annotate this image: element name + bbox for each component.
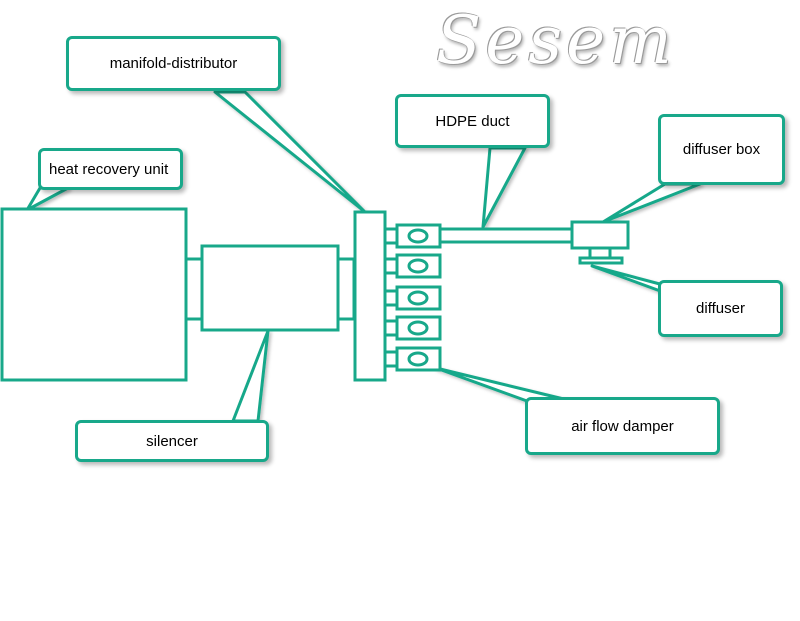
diffuser-box xyxy=(570,220,630,250)
diffuser-label-text: diffuser xyxy=(696,300,745,317)
diffuser-plate xyxy=(578,256,624,265)
manifold-label-text: manifold-distributor xyxy=(109,55,238,72)
air-flow-damper-label-text: air flow damper xyxy=(571,417,674,435)
manifold-pointer xyxy=(213,90,367,214)
outlet-1 xyxy=(383,227,399,245)
manifold-label: manifold-distributor xyxy=(66,36,281,91)
heat-recovery-connector xyxy=(184,257,204,321)
silencer-connector xyxy=(336,257,356,321)
damper-4-valve xyxy=(407,320,429,336)
outlet-3 xyxy=(383,289,399,307)
manifold-distributor xyxy=(353,210,387,382)
silencer-label-text: silencer xyxy=(146,432,198,450)
damper-1-valve xyxy=(407,228,429,244)
silencer-pointer xyxy=(231,329,270,423)
outlet-4 xyxy=(383,319,399,337)
heat-recovery-unit xyxy=(0,207,188,382)
damper-2-valve xyxy=(407,258,429,274)
hdpe-duct xyxy=(438,227,574,244)
diffuser-box-pointer xyxy=(601,182,702,224)
silencer-body xyxy=(200,244,340,332)
hdpe-pointer xyxy=(481,146,527,229)
diffuser-box-label-text: diffuser box xyxy=(682,141,761,158)
diffuser-label: diffuser xyxy=(658,280,783,337)
outlet-2 xyxy=(383,257,399,275)
silencer-label: silencer xyxy=(75,420,269,462)
heat-recovery-label-text: heat recovery unit xyxy=(49,160,169,178)
heat-recovery-label: heat recovery unit xyxy=(38,148,183,190)
heat-recovery-pointer xyxy=(25,186,70,212)
outlet-5 xyxy=(383,350,399,368)
hdpe-duct-label: HDPE duct xyxy=(395,94,550,148)
damper-5-valve xyxy=(407,351,429,367)
sesem-logo: Sesem xyxy=(436,2,676,79)
damper-3-valve xyxy=(407,290,429,306)
hdpe-duct-label-text: HDPE duct xyxy=(435,112,510,130)
diffuser-box-label: diffuser box xyxy=(658,114,785,185)
air-flow-damper-label: air flow damper xyxy=(525,397,720,455)
